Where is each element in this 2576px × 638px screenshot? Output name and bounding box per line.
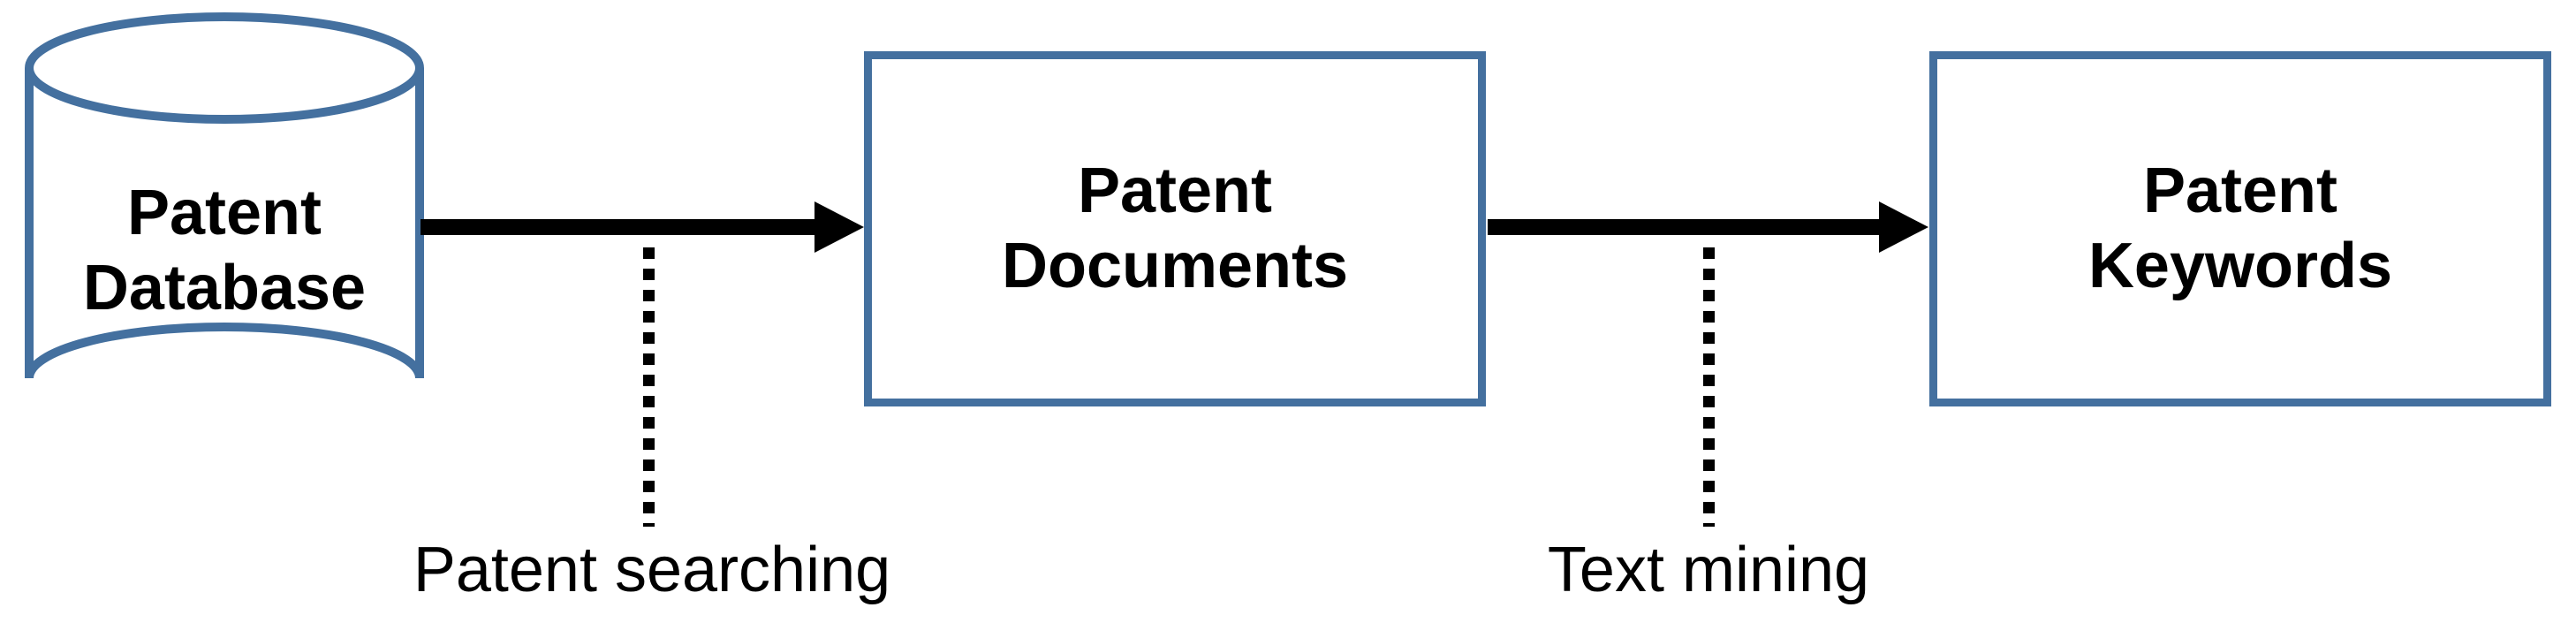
arrow-head-text-mining [1879, 201, 1928, 253]
arrow-shaft-text-mining [1488, 219, 1882, 235]
node-label-line: Patent [2142, 156, 2338, 226]
node-label-line: Patent [1077, 156, 1273, 226]
node-label-line: Database [82, 252, 367, 323]
arrow-head-patent-searching [814, 201, 864, 253]
database-cylinder-icon [25, 12, 424, 379]
dotted-callout-text-mining [1703, 247, 1715, 527]
dotted-callout-patent-searching [643, 247, 655, 527]
node-label-patent-documents: Patent Documents [1002, 154, 1348, 304]
node-label-patent-database: Patent Database [25, 65, 424, 436]
node-label-line: Keywords [2087, 231, 2393, 301]
node-patent-database: Patent Database [25, 11, 424, 436]
node-label-patent-keywords: Patent Keywords [2088, 154, 2392, 304]
edge-label-text-mining: Text mining [1547, 535, 1870, 605]
node-label-line: Patent [126, 177, 322, 248]
edge-label-patent-searching: Patent searching [413, 535, 891, 605]
node-label-line: Documents [1001, 231, 1349, 301]
arrow-shaft-patent-searching [420, 219, 818, 235]
node-patent-keywords: Patent Keywords [1929, 51, 2551, 406]
node-patent-documents: Patent Documents [864, 51, 1486, 406]
